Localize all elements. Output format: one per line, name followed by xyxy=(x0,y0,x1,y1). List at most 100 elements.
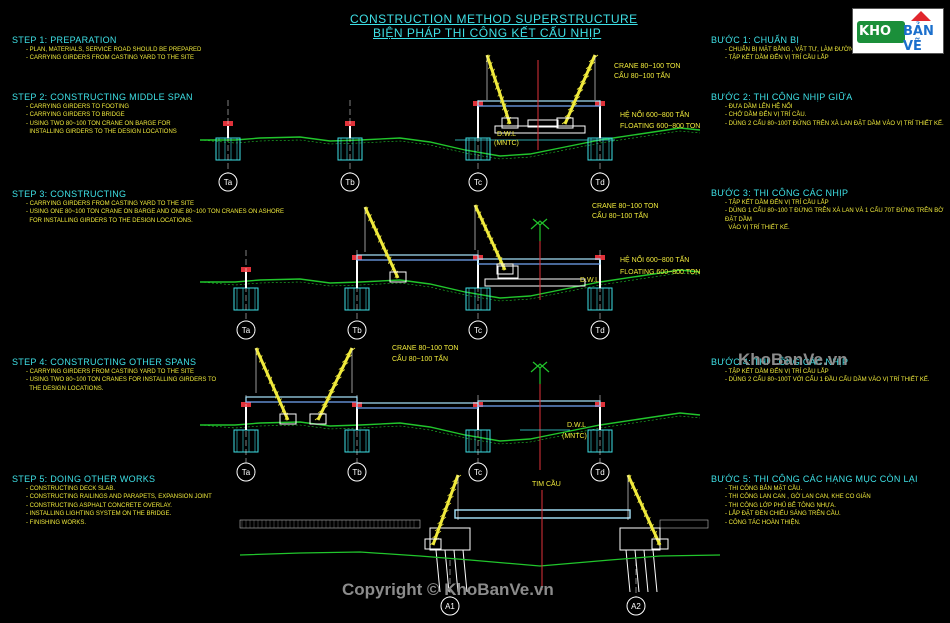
step5-bullet: - INSTALLING LIGHTING SYSTEM ON THE BRID… xyxy=(26,511,172,518)
section1-crane-left-lattice xyxy=(502,103,507,111)
buoc5-bullet: - LẮP ĐẶT ĐÈN CHIẾU SÁNG TRÊN CẦU. xyxy=(725,511,841,518)
section3-crane-left-lattice xyxy=(271,383,276,392)
buoc2-bullet: - DÙNG 2 CẨU 80~100T ĐỨNG TRÊN XÀ LAN ĐẶ… xyxy=(725,120,944,127)
section1-crane-right-lattice xyxy=(567,102,578,111)
section2-crane-right-boom xyxy=(473,204,507,271)
section2-girder-2 xyxy=(477,258,601,265)
title-english: CONSTRUCTION METHOD SUPERSTRUCTURE xyxy=(350,12,638,26)
section4-crane-left-cab xyxy=(424,538,442,550)
section1-axis-Tb-circle xyxy=(340,172,360,192)
section2-axis-Ta-circle xyxy=(236,320,256,340)
section1-axis-Td-label: Td xyxy=(595,178,604,187)
buoc5-bullet: - THI CÔNG LỚP PHỦ BÊ TÔNG NHỰA. xyxy=(725,502,836,509)
step2-bullet: - USING TWO 80~100 TON CRANE ON BARGE FO… xyxy=(26,120,171,127)
logo-text-kho: KHO xyxy=(859,24,892,39)
section1-crane-left-lattice xyxy=(497,89,502,97)
float-label-vi-2: HỆ NỔI 600~800 TẤN xyxy=(620,257,690,264)
section4-crane-left-boom xyxy=(431,474,460,546)
section1-float xyxy=(527,119,559,128)
crane-label-vi-2: CẨU 80~100 TẤN xyxy=(592,213,649,220)
section4-crane-right-lattice xyxy=(643,509,648,518)
section4-crane-right-cab xyxy=(651,538,669,550)
step4-bullet: - CARRYING GIRDERS FROM CASTING YARD TO … xyxy=(26,369,195,375)
section3-axis-Tb-label: Tb xyxy=(352,468,362,477)
section1-crane-right-lattice xyxy=(570,96,581,104)
buoc2-heading: BƯỚC 2: THI CÔNG NHỊP GIỮA xyxy=(711,92,853,102)
buoc4-bullets: - TẬP KẾT DẦM ĐẾN VỊ TRÍ CẦU LẮP - DÙNG … xyxy=(725,368,930,385)
section4-crane-right-lattice xyxy=(647,516,651,525)
step4-bullet: THE DESIGN LOCATIONS. xyxy=(26,385,104,392)
section3-girder-3 xyxy=(477,400,601,407)
section2-crane-right-lattice xyxy=(474,204,479,212)
step5-bullet: - CONSTRUCTING RAILINGS AND PARAPETS, EX… xyxy=(26,494,212,501)
bridge-axis-label: TIM CẦU xyxy=(532,481,561,488)
section2-crane-left-cab xyxy=(389,271,407,283)
buoc1-bullet: - TẬP KẾT DẦM ĐẾN VỊ TRÍ CẦU LẮP xyxy=(725,55,829,62)
section4-crane-left-lattice xyxy=(452,474,462,483)
buoc3-bullet: - DÙNG 1 CẨU 80~100 T ĐỨNG TRÊN XÀ LAN V… xyxy=(725,208,944,223)
logo-badge xyxy=(857,21,905,43)
section2-crane-left-lattice xyxy=(374,228,379,236)
mntc-label-3: (MNTC) xyxy=(562,433,587,440)
section3-crane-right-lattice xyxy=(324,390,335,399)
section1-crane-left-cab xyxy=(501,117,519,129)
section4-pile-A1 xyxy=(462,549,468,593)
house-roof-icon xyxy=(911,11,931,21)
section3-axis-Ta-circle xyxy=(236,462,256,482)
mntc-label-1: (MNTC) xyxy=(494,140,519,147)
section1-axis-Tc-label: Tc xyxy=(474,178,482,187)
section1-crane-left-boom xyxy=(485,54,512,125)
khobanve-logo[interactable]: KHO BẢN VẼ xyxy=(852,8,944,54)
step3-bullet: FOR INSTALLING GIRDERS TO THE DESIGN LOC… xyxy=(26,217,193,224)
section4-crane-right-boom xyxy=(626,474,662,546)
dwl-label-2: D.W.L xyxy=(580,277,600,284)
buoc4-bullet: - DÙNG 2 CẨU 80~100T VỚI CẨU 1 ĐẦU CẨU D… xyxy=(725,377,930,384)
dwl-label-1: D.W.L xyxy=(497,131,517,138)
float-label-en-1: FLOATING 600~800 TON xyxy=(620,123,701,130)
step3-bullets: - CARRYING GIRDERS FROM CASTING YARD TO … xyxy=(26,200,284,225)
section2-crane-left-lattice xyxy=(371,221,375,229)
section2-pier-Td-cap xyxy=(595,255,605,260)
section3-crane-left-lattice xyxy=(281,405,285,413)
section1-crane-left-lattice xyxy=(490,68,495,76)
section4-crane-left-lattice xyxy=(439,509,449,518)
buoc5-bullets: - THI CÔNG BẢN MẶT CẦU. - THI CÔNG LAN C… xyxy=(725,485,871,527)
section3-crane-left-lattice xyxy=(278,398,282,406)
buoc1-bullets: - CHUẨN BỊ MẶT BẰNG , VẬT TƯ, LÀM ĐƯỜNG … xyxy=(725,46,889,63)
section4-approach-slab-right xyxy=(659,519,709,529)
logo-text-banve: BẢN VẼ xyxy=(903,24,934,54)
section3-crane-left-boom xyxy=(254,347,290,421)
section1-crane-left-lattice xyxy=(488,61,493,69)
section4-crane-right-lattice xyxy=(650,523,654,532)
buoc3-bullets: - TẬP KẾT DẦM ĐẾN VỊ TRÍ CẦU LẮP - DÙNG … xyxy=(725,199,950,233)
section3-crane-left-lattice xyxy=(275,391,279,399)
section1-crane-right-lattice xyxy=(576,82,587,90)
section4-crane-left-lattice xyxy=(437,516,447,525)
section3-crane-right-lattice xyxy=(338,362,349,370)
section3-crane-left-cab xyxy=(279,413,297,425)
step4-bullet: - USING TWO 80~100 TON CRANES FOR INSTAL… xyxy=(26,377,217,384)
section2-ground-hatch xyxy=(199,272,701,302)
section2-axis-Tc-label: Tc xyxy=(474,326,482,335)
section3-crane-right-cab xyxy=(309,413,327,425)
section4-axis-A2-label: A2 xyxy=(631,602,641,611)
section2-axis-Ta-label: Ta xyxy=(242,326,251,335)
section3-ground xyxy=(200,412,701,442)
buoc5-bullet: - THI CÔNG LAN CAN , GỜ LAN CAN, KHE CO … xyxy=(725,494,871,501)
section4-crane-left-lattice xyxy=(447,488,457,497)
section2-axis-Td-circle xyxy=(590,320,610,340)
section1-axis-Ta-label: Ta xyxy=(224,178,233,187)
section4-pile-A1 xyxy=(444,549,450,593)
section2-crane-left-lattice xyxy=(368,213,372,222)
section1-crane-left-lattice xyxy=(499,96,505,104)
float-label-vi-1: HỆ NỔI 600~800 TẤN xyxy=(620,112,690,119)
section4-axis-A2-circle xyxy=(626,596,646,616)
copyright-watermark: Copyright © KhoBanVe.vn xyxy=(342,580,554,599)
section4-crane-right-lattice xyxy=(637,495,641,504)
section3-crane-right-lattice xyxy=(345,347,356,356)
section4-crane-left-lattice xyxy=(442,502,452,511)
buoc1-bullet: - CHUẨN BỊ MẶT BẰNG , VẬT TƯ, LÀM ĐƯỜNG … xyxy=(725,47,890,53)
section3-crane-left-lattice xyxy=(265,369,269,377)
